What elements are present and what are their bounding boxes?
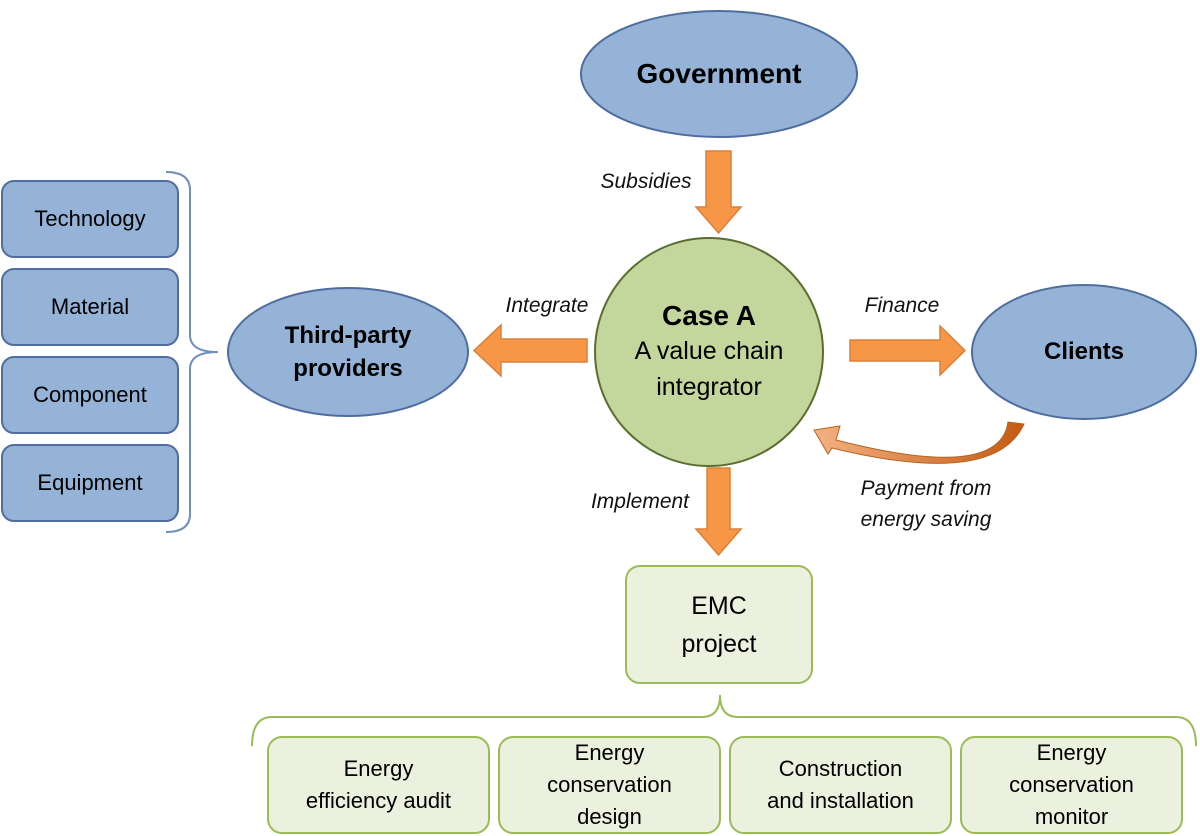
third-party-node — [227, 287, 469, 417]
provider-equipment: Equipment — [37, 470, 143, 495]
case-a-node — [594, 237, 824, 467]
providers-brace — [165, 171, 219, 533]
subsidies-arrow — [694, 150, 743, 235]
emc-item-construction: Construction and installation — [767, 756, 914, 813]
implement-label: Implement — [590, 490, 690, 513]
third-party-label: Third-party providers — [284, 322, 412, 382]
emc-project-label: EMC project — [681, 591, 757, 658]
integrate-arrow — [472, 323, 588, 378]
emc-item-box-construction — [729, 736, 952, 834]
government-node — [580, 10, 858, 138]
clients-label: Clients — [1043, 338, 1124, 365]
case-a-title: Case A — [662, 300, 756, 331]
payment-arrow — [813, 421, 1025, 464]
provider-box-technology — [1, 180, 179, 258]
case-a-label: Case A A value chain integrator — [609, 290, 809, 414]
emc-item-box-monitor — [960, 736, 1183, 834]
emc-items-brace — [251, 694, 1197, 747]
emc-item-audit: Energy efficiency audit — [305, 756, 452, 813]
case-a-subtitle: A value chain integrator — [634, 337, 784, 401]
emc-item-design: Energy conservation design — [547, 740, 672, 829]
clients-node — [971, 284, 1197, 420]
emc-item-monitor: Energy conservation monitor — [1009, 740, 1134, 829]
finance-label: Finance — [864, 294, 940, 317]
implement-arrow — [694, 467, 743, 557]
finance-arrow — [849, 324, 967, 377]
provider-box-component — [1, 356, 179, 434]
provider-box-equipment — [1, 444, 179, 522]
payment-label: Payment from energy saving — [860, 477, 992, 531]
provider-technology: Technology — [34, 206, 146, 231]
emc-item-box-design — [498, 736, 721, 834]
government-label: Government — [636, 58, 802, 89]
integrate-label: Integrate — [505, 294, 589, 317]
emc-item-box-audit — [267, 736, 490, 834]
provider-box-material — [1, 268, 179, 346]
subsidies-label: Subsidies — [600, 170, 692, 193]
provider-component: Component — [33, 382, 147, 407]
provider-material: Material — [50, 294, 130, 319]
emc-project-box — [625, 565, 813, 684]
